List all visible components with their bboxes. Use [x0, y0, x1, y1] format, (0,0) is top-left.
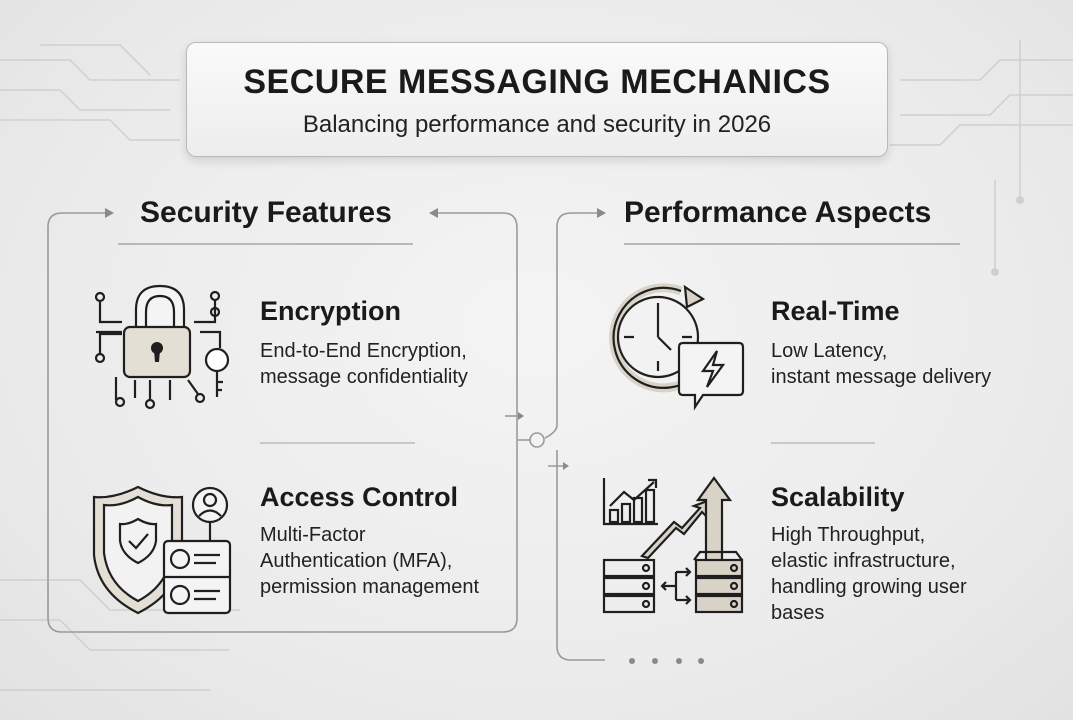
item-divider	[260, 442, 415, 444]
section-heading-security: Security Features	[140, 196, 392, 229]
item-title-real-time: Real-Time	[771, 296, 900, 326]
item-desc-real-time: Low Latency, instant message delivery	[771, 338, 991, 390]
desc-line: End-to-End Encryption,	[260, 340, 467, 362]
desc-line: bases	[771, 602, 825, 624]
item-title-encryption: Encryption	[260, 296, 402, 326]
item-divider	[771, 442, 875, 444]
desc-line: Multi-Factor	[260, 524, 366, 546]
desc-line: elastic infrastructure,	[771, 550, 956, 572]
clock-lightning-icon	[609, 283, 745, 411]
item-desc-scalability: High Throughput, elastic infrastructure,…	[771, 522, 967, 626]
section-underline	[624, 243, 960, 245]
servers-growth-icon	[602, 476, 744, 614]
item-title-scalability: Scalability	[771, 482, 905, 512]
section-underline	[118, 243, 413, 245]
item-desc-encryption: End-to-End Encryption, message confident…	[260, 338, 468, 390]
desc-line: instant message delivery	[771, 366, 992, 388]
title-banner: SECURE MESSAGING MECHANICS Balancing per…	[186, 42, 888, 157]
shield-user-id-icon	[92, 485, 232, 615]
page-title: SECURE MESSAGING MECHANICS	[243, 63, 831, 101]
desc-line: High Throughput,	[771, 524, 926, 546]
desc-line: handling growing user	[771, 576, 967, 598]
section-heading-performance: Performance Aspects	[624, 196, 932, 229]
item-title-access-control: Access Control	[260, 482, 459, 512]
desc-line: Authentication (MFA),	[260, 550, 453, 572]
desc-line: permission management	[260, 576, 479, 598]
padlock-circuit-icon	[94, 284, 230, 410]
desc-line: message confidentiality	[260, 366, 468, 388]
desc-line: Low Latency,	[771, 340, 888, 362]
item-desc-access-control: Multi-Factor Authentication (MFA), permi…	[260, 522, 479, 600]
page-subtitle: Balancing performance and security in 20…	[302, 111, 772, 138]
